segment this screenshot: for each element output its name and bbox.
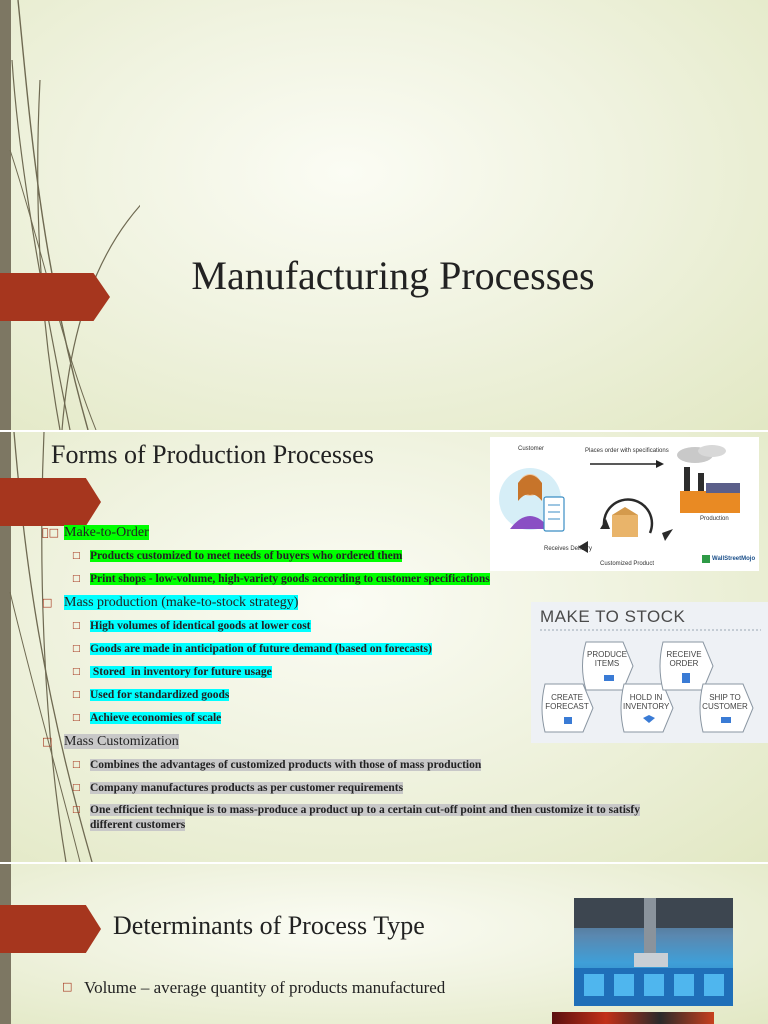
bullet-marker-icon: □: [42, 526, 59, 539]
sub-bullet-item: □ One efficient technique is to mass-prod…: [72, 803, 658, 833]
slide-title-text: Forms of Production Processes: [51, 440, 374, 469]
bullet-text: Print shops - low-volume, high-variety g…: [90, 573, 490, 585]
diagram-title: MAKE TO STOCK: [540, 607, 686, 626]
sub-bullet-item: □ Goods are made in anticipation of futur…: [72, 641, 658, 658]
sub-bullet-item: □ Print shops - low-volume, high-variety …: [72, 571, 658, 588]
slide-title-text: Determinants of Process Type: [113, 911, 425, 940]
bullet-marker-icon: □: [72, 621, 81, 631]
make-to-stock-shapes: [540, 629, 761, 733]
factory-robot-photo: [574, 898, 733, 1006]
receives-delivery-label: Receives Delivery: [544, 546, 593, 552]
bullet-marker-icon: □: [72, 690, 81, 700]
bullet-item: □ Volume – average quantity of products …: [62, 978, 445, 998]
sub-bullet-item: □ Achieve economies of scale: [72, 710, 658, 727]
title-accent-tab: [0, 478, 101, 526]
bullet-text: Make-to-Order: [64, 525, 149, 540]
slide-left-bar: [0, 0, 11, 430]
bullet-item: □ Mass production (make-to-stock strategy…: [42, 594, 658, 612]
production-label: Production: [700, 516, 729, 522]
slide-title-text: Manufacturing Processes: [191, 253, 595, 298]
step-produce-items: PRODUCE ITEMS: [586, 650, 627, 668]
sub-bullet-item: □ Combines the advantages of customized p…: [72, 757, 658, 774]
bullet-marker-icon: □: [72, 783, 81, 793]
step-ship-to-customer: SHIP TO CUSTOMER: [702, 693, 748, 711]
bullet-text: Combines the advantages of customized pr…: [90, 759, 482, 771]
step-hold-in-inventory: HOLD IN INVENTORY: [623, 693, 670, 711]
bullet-marker-icon: □: [42, 735, 53, 748]
sub-bullet-item: □ Company manufactures products as per cu…: [72, 780, 658, 797]
bullet-marker-icon: □: [62, 980, 73, 993]
bullet-marker-icon: □: [72, 644, 81, 654]
bullet-marker-icon: □: [72, 713, 81, 723]
slide-determinants: Determinants of Process Type □ Volume – …: [0, 864, 768, 1024]
bullet-text: Mass production (make-to-stock strategy): [64, 595, 299, 610]
bullet-text: Stored in inventory for future usage: [90, 666, 272, 678]
sub-bullet-item: □ Used for standardized goods: [72, 687, 658, 704]
customized-product-label: Customized Product: [600, 561, 655, 567]
make-to-order-illustration: [499, 445, 740, 563]
sub-bullet-item: □ High volumes of identical goods at lowe…: [72, 618, 658, 635]
places-order-label: Places order with specifications: [585, 448, 669, 454]
step-create-forecast: CREATE FORECAST: [545, 693, 589, 711]
brand-logo-text: WallStreetMojo: [712, 556, 756, 562]
title-accent-tab: [0, 905, 101, 953]
bullet-text: Products customized to meet needs of buy…: [90, 550, 403, 562]
bullet-text: Goods are made in anticipation of future…: [90, 643, 432, 655]
customer-label: Customer: [518, 446, 545, 452]
bullet-list: □ Make-to-Order □ Products customized to …: [38, 524, 658, 839]
bullet-marker-icon: □: [72, 574, 81, 584]
bullet-text: Volume – average quantity of products ma…: [84, 978, 446, 997]
bullet-marker-icon: □: [72, 760, 81, 770]
sub-bullet-item: □ Products customized to meet needs of bu…: [72, 548, 658, 565]
bullet-marker-icon: □: [72, 805, 81, 815]
make-to-order-diagram: Customer Places order with specification…: [490, 437, 759, 571]
bullet-text: Achieve economies of scale: [90, 712, 222, 724]
title-accent-tab: [0, 273, 110, 321]
step-receive-order: RECEIVE ORDER: [666, 650, 702, 668]
slide-left-bar: [0, 432, 11, 862]
bullet-marker-icon: □: [42, 596, 53, 609]
bullet-text: High volumes of identical goods at lower…: [90, 620, 311, 632]
bullet-marker-icon: □: [72, 551, 81, 561]
slide-title: Manufacturing Processes: [0, 0, 768, 430]
robot-arm-image: [574, 898, 733, 1006]
sub-bullet-item: □ Stored in inventory for future usage: [72, 664, 658, 681]
bullet-text: Company manufactures products as per cus…: [90, 782, 404, 794]
bullet-marker-icon: □: [72, 667, 81, 677]
bullet-item: □ Mass Customization: [42, 733, 658, 751]
grass-decoration: [9, 0, 140, 430]
bullet-item: □ Make-to-Order: [42, 524, 658, 542]
make-to-stock-diagram: MAKE TO STOCK CREATE FORECAST PRODUCE IT…: [531, 602, 768, 743]
bullet-text: One efficient technique is to mass-produ…: [90, 804, 640, 831]
bullet-text: Mass Customization: [64, 734, 179, 749]
machinery-photo: [552, 1012, 714, 1024]
bullet-text: Used for standardized goods: [90, 689, 230, 701]
slide-forms-of-production: Forms of Production Processes □ Make-to-…: [0, 432, 768, 862]
